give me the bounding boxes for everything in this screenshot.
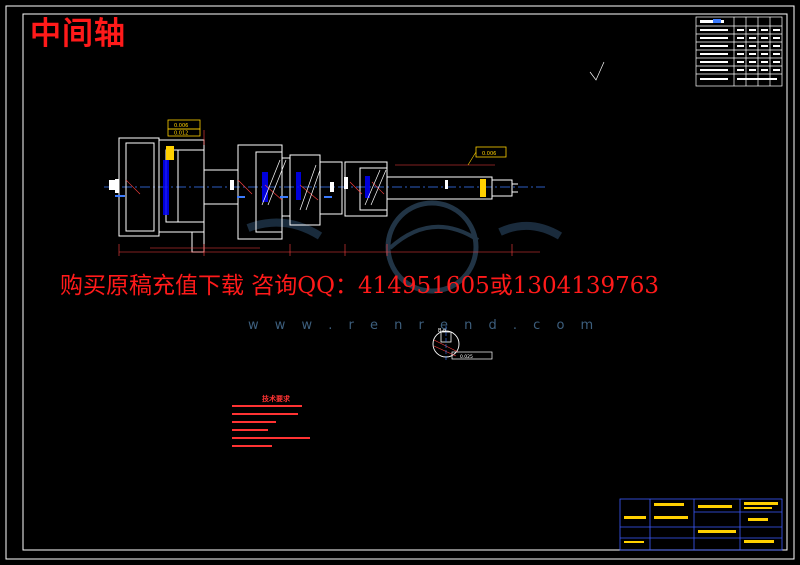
gear-fills: [163, 160, 370, 215]
dimension-ticks: [109, 177, 448, 193]
outer-frame: [5, 5, 795, 560]
tolerance-value-2: 0.012: [174, 131, 188, 137]
promo-text: 购买原稿充值下载 咨询QQ：414951605或1304139763: [60, 273, 660, 299]
watermark-site: w w w . r e n r e n d . c o m: [248, 318, 600, 333]
tolerance-frame-2: 0.006: [467, 146, 507, 166]
highlight-fills: [166, 146, 486, 197]
roughness-symbol: [589, 61, 605, 81]
center-markers: [115, 195, 332, 198]
title-block: [619, 498, 783, 551]
parameter-table-cells: [700, 20, 780, 80]
watermark-logo: [246, 200, 563, 294]
title-block-text: [624, 502, 778, 543]
drawing-title: 中间轴: [30, 16, 126, 52]
inner-frame: [22, 13, 788, 551]
tolerance-value-3: 0.006: [482, 151, 496, 157]
technical-requirements-title: 技术要求: [262, 395, 290, 403]
tolerance-frame-1: 0.006 0.012: [167, 119, 201, 137]
parameter-table: [695, 16, 783, 87]
table-accent: [713, 19, 721, 23]
tolerance-value-1: 0.006: [174, 123, 188, 129]
dimension-lines: [118, 130, 540, 256]
helix-lines: [261, 159, 387, 211]
section-label: B-B: [438, 328, 447, 334]
section-tolerance: 0.025: [460, 354, 473, 360]
section-view: B-B 0.025: [432, 326, 493, 362]
technical-requirements: [232, 405, 310, 447]
